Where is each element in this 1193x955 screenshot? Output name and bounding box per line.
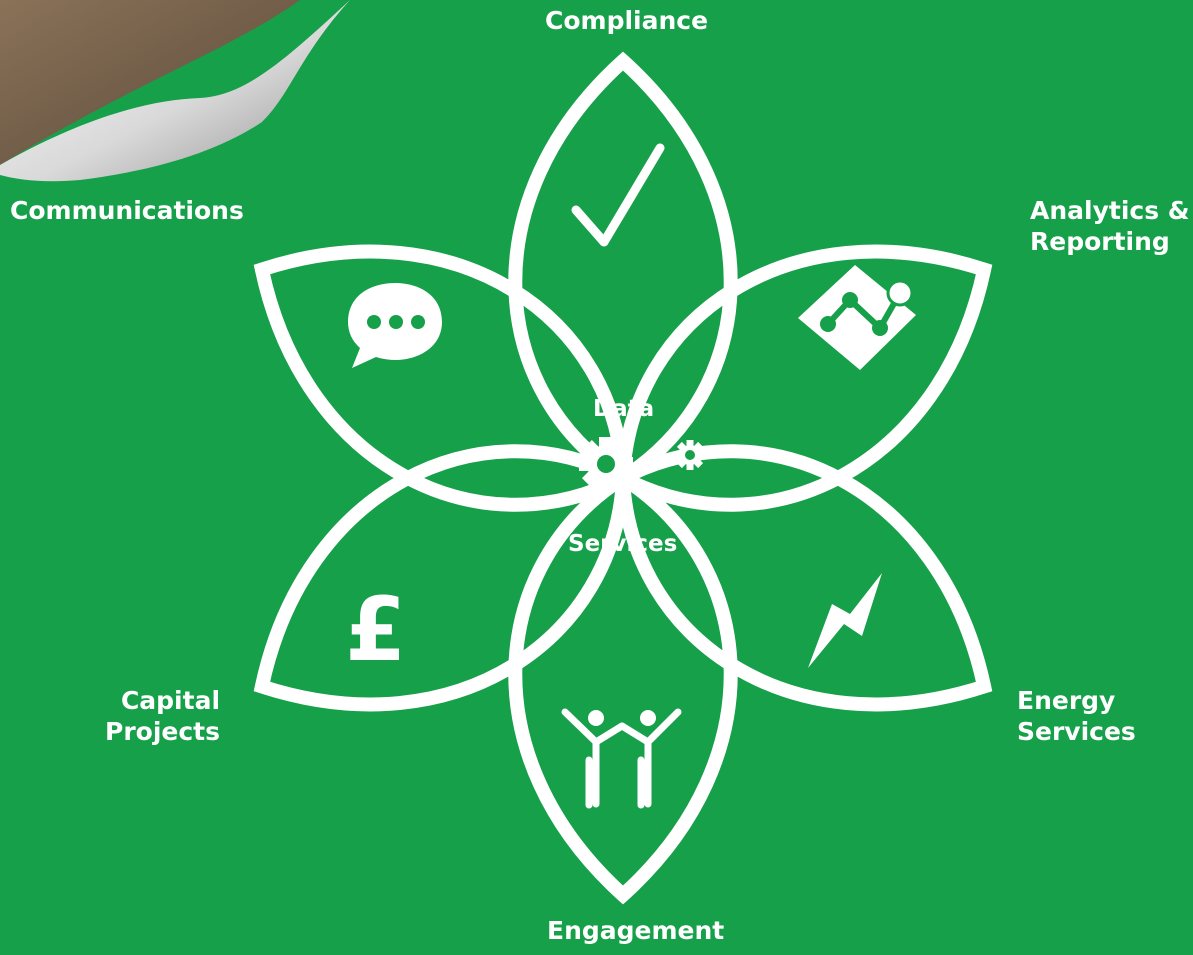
people-icon	[561, 708, 682, 809]
curl-fold	[0, 0, 350, 182]
label-energy-services: Energy Services	[1017, 685, 1136, 747]
lightning-icon	[808, 573, 882, 668]
gears-icon	[579, 437, 633, 491]
label-capital-line1: Capital	[120, 686, 221, 715]
speech-bubble-icon	[348, 283, 442, 368]
chart-icon	[798, 265, 916, 370]
label-energy-line2: Services	[1017, 717, 1136, 746]
label-energy-line1: Energy	[1017, 686, 1116, 715]
label-analytics-line2: Reporting	[1030, 227, 1170, 256]
small-gear-icon	[675, 440, 705, 470]
background-photo-corner	[0, 0, 300, 165]
checkmark-icon	[571, 143, 665, 247]
label-capital-line2: Projects	[105, 717, 221, 746]
label-capital-projects: Capital Projects	[105, 685, 220, 747]
petal-analytics	[615, 244, 993, 512]
pound-icon: £	[345, 578, 407, 681]
label-analytics-line1: Analytics &	[1030, 196, 1190, 225]
label-analytics-reporting: Analytics & Reporting	[1030, 195, 1190, 257]
label-communications: Communications	[10, 196, 244, 225]
label-compliance: Compliance	[545, 6, 709, 35]
center-label-line1: Data	[593, 396, 655, 422]
label-engagement: Engagement	[547, 916, 725, 945]
center-label-line2: Services	[568, 531, 678, 557]
petal-energy	[615, 444, 993, 712]
